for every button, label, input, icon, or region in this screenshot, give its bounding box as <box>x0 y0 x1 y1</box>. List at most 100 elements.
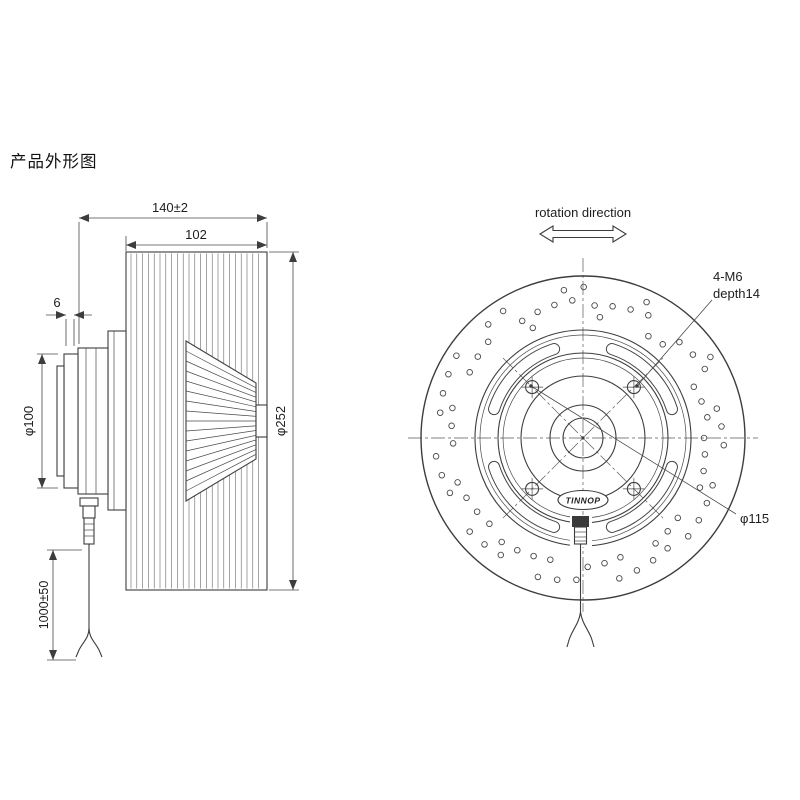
perforation-holes <box>432 283 728 584</box>
dimension-impeller-width: 102 <box>125 227 267 251</box>
perforation-hole <box>580 283 587 291</box>
perforation-hole <box>591 302 598 309</box>
cable-connector <box>572 516 589 527</box>
perforation-hole <box>474 353 482 360</box>
arc-slot <box>488 460 561 533</box>
perforation-hole <box>689 351 697 358</box>
perforation-hole <box>696 484 704 491</box>
perforation-hole <box>703 499 711 507</box>
perforation-hole <box>466 369 473 376</box>
dimension-inlet-lip: 6 <box>46 295 92 346</box>
perforation-hole <box>560 286 568 294</box>
perforation-hole <box>718 423 725 430</box>
perforation-hole <box>514 546 521 554</box>
perforation-hole <box>473 508 481 515</box>
mount-hole-callout: 4-M6 depth14 <box>635 269 760 388</box>
perforation-hole <box>454 479 461 486</box>
dim-label-102: 102 <box>185 227 207 242</box>
dim-label-140: 140±2 <box>152 200 188 215</box>
dim-label-phi115: φ115 <box>740 511 769 526</box>
perforation-hole <box>534 573 542 581</box>
perforation-hole <box>466 528 473 535</box>
perforation-hole <box>701 365 709 373</box>
brand-text: TINNOP <box>565 496 600 506</box>
motor-body <box>77 347 109 495</box>
perforation-hole <box>497 551 505 559</box>
perforation-hole <box>596 313 604 321</box>
mounting-plate <box>107 330 127 511</box>
motor-cap <box>63 353 79 489</box>
dimension-outer-diameter: φ252 <box>269 251 299 591</box>
perforation-hole <box>617 554 624 561</box>
dim-label-phi252: φ252 <box>273 406 288 436</box>
diagonal-centerline-1 <box>502 357 664 519</box>
perforation-hole <box>463 494 470 502</box>
perforation-hole <box>547 556 554 563</box>
perforation-hole <box>553 576 561 583</box>
dim-label-1000: 1000±50 <box>37 581 51 630</box>
dimension-motor-diameter: φ100 <box>21 353 58 489</box>
perforation-hole <box>484 321 492 328</box>
side-view: 140±2 102 6 φ100 φ252 <box>21 200 299 661</box>
perforation-hole <box>649 557 657 564</box>
rotation-direction: rotation direction <box>535 205 631 243</box>
front-view: TINNOP rotation direction 4-M6 depth14 <box>408 205 769 648</box>
wire-fork-right <box>88 627 103 658</box>
rotation-direction-label: rotation direction <box>535 205 631 220</box>
perforation-hole <box>664 528 671 535</box>
perforation-hole <box>704 414 711 421</box>
perforation-hole <box>486 520 493 528</box>
arc-slots <box>488 343 678 533</box>
perforation-hole <box>695 516 703 524</box>
perforation-hole <box>698 398 705 405</box>
bolt-circle-callout: φ115 <box>529 384 769 526</box>
center-point <box>581 436 585 440</box>
perforation-hole <box>659 341 666 348</box>
perforation-hole <box>684 533 692 540</box>
perforation-hole <box>609 303 616 310</box>
perforation-hole <box>633 567 641 574</box>
mount-hole-depth-label: depth14 <box>713 286 760 301</box>
perforation-hole <box>432 453 440 460</box>
perforation-hole <box>446 489 454 497</box>
cable-assembly-front <box>566 515 595 648</box>
perforation-hole <box>449 440 457 447</box>
perforation-hole <box>445 370 452 378</box>
wire-fork-front-right <box>579 611 595 648</box>
perforation-hole <box>701 451 709 458</box>
perforation-hole <box>601 559 608 567</box>
perforation-hole <box>481 541 488 548</box>
perforation-hole <box>652 540 659 547</box>
perforation-hole <box>707 353 714 361</box>
rotation-arrow-icon <box>538 225 628 243</box>
cable-gland-front <box>573 526 588 545</box>
perforation-hole <box>498 538 505 546</box>
page-title: 产品外形图 <box>10 152 98 171</box>
brand-oval <box>557 489 609 511</box>
perforation-hole <box>643 298 650 306</box>
perforation-hole <box>584 563 591 571</box>
perforation-hole <box>499 307 507 315</box>
perforation-hole <box>449 404 456 412</box>
cable-gland <box>83 517 95 545</box>
perforation-hole <box>534 308 541 316</box>
perforation-hole <box>616 575 623 582</box>
perforation-hole <box>436 409 444 416</box>
perforation-hole <box>690 383 698 391</box>
dim-label-phi100: φ100 <box>21 406 36 436</box>
perforation-hole <box>518 317 526 325</box>
arc-slot <box>488 343 561 416</box>
perforation-hole <box>448 422 455 430</box>
inlet-cone-stripes <box>185 340 257 502</box>
perforation-hole <box>573 576 580 584</box>
perforation-hole <box>700 434 708 442</box>
outer-rim-circle <box>420 275 746 601</box>
perforation-hole <box>453 352 460 359</box>
hub-circle <box>549 404 617 472</box>
perforation-hole <box>645 332 652 340</box>
perforation-hole <box>569 297 576 304</box>
bolt-circle-leader <box>530 385 737 515</box>
perforation-hole <box>676 338 683 346</box>
